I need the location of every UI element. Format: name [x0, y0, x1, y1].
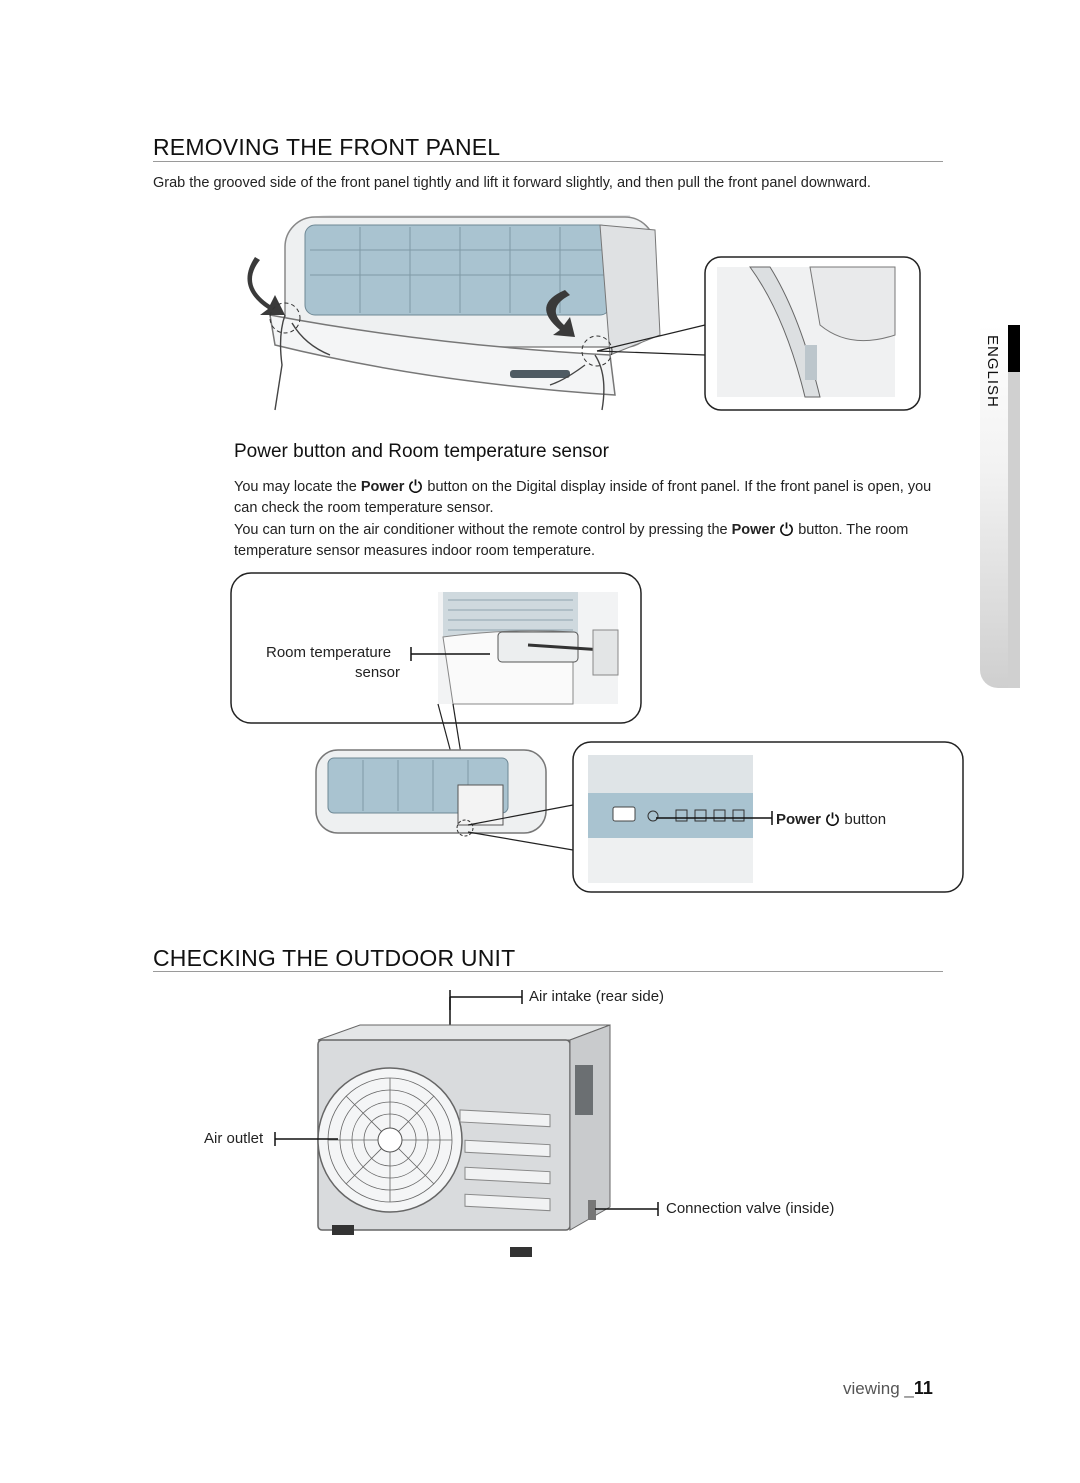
sensor-label-line2: sensor: [355, 664, 401, 681]
para2-text-a: You can turn on the air conditioner with…: [234, 522, 728, 538]
page-footer: viewing _11: [843, 1378, 933, 1399]
para2-power-word: Power: [731, 522, 776, 538]
air-outlet-label: Air outlet: [204, 1130, 264, 1147]
power-icon: [780, 522, 794, 536]
language-label: ENGLISH: [984, 335, 1001, 408]
footer-section: viewing _: [843, 1379, 914, 1398]
connection-valve-label: Connection valve (inside): [666, 1200, 835, 1217]
para1-text-a: You may locate the: [234, 479, 357, 495]
instruction-text: Grab the grooved side of the front panel…: [153, 175, 871, 191]
para1-power-word: Power: [360, 479, 405, 495]
language-side-tab: ENGLISH: [980, 325, 1020, 688]
sensor-power-illustration: [230, 572, 964, 893]
power-icon: [826, 812, 840, 826]
para1-text-b: button on the Digital display inside of …: [234, 479, 932, 516]
power-icon: [409, 479, 423, 493]
section-title-removing-front-panel: REMOVING THE FRONT PANEL: [153, 134, 501, 160]
para2-text-b: button. The room temperature sensor meas…: [234, 522, 909, 559]
outdoor-unit-illustration: [274, 990, 659, 1257]
power-label-bold: Power: [776, 811, 822, 828]
page-number: 11: [913, 1378, 933, 1398]
indoor-unit-illustration: [247, 215, 921, 411]
section-title-outdoor-unit: CHECKING THE OUTDOOR UNIT: [153, 945, 516, 971]
subsection-title-power-sensor: Power button and Room temperature sensor: [234, 441, 609, 462]
section-title-rule: [153, 161, 943, 162]
sensor-label-line1: Room temperature: [266, 644, 392, 661]
section-title-rule: [153, 971, 943, 972]
power-paragraph-1: You may locate the Power button on the D…: [234, 477, 944, 519]
power-label-rest: button: [844, 811, 887, 828]
power-paragraph-2: You can turn on the air conditioner with…: [234, 520, 944, 562]
power-button-label: Power button: [776, 811, 886, 828]
air-intake-label: Air intake (rear side): [529, 988, 665, 1005]
